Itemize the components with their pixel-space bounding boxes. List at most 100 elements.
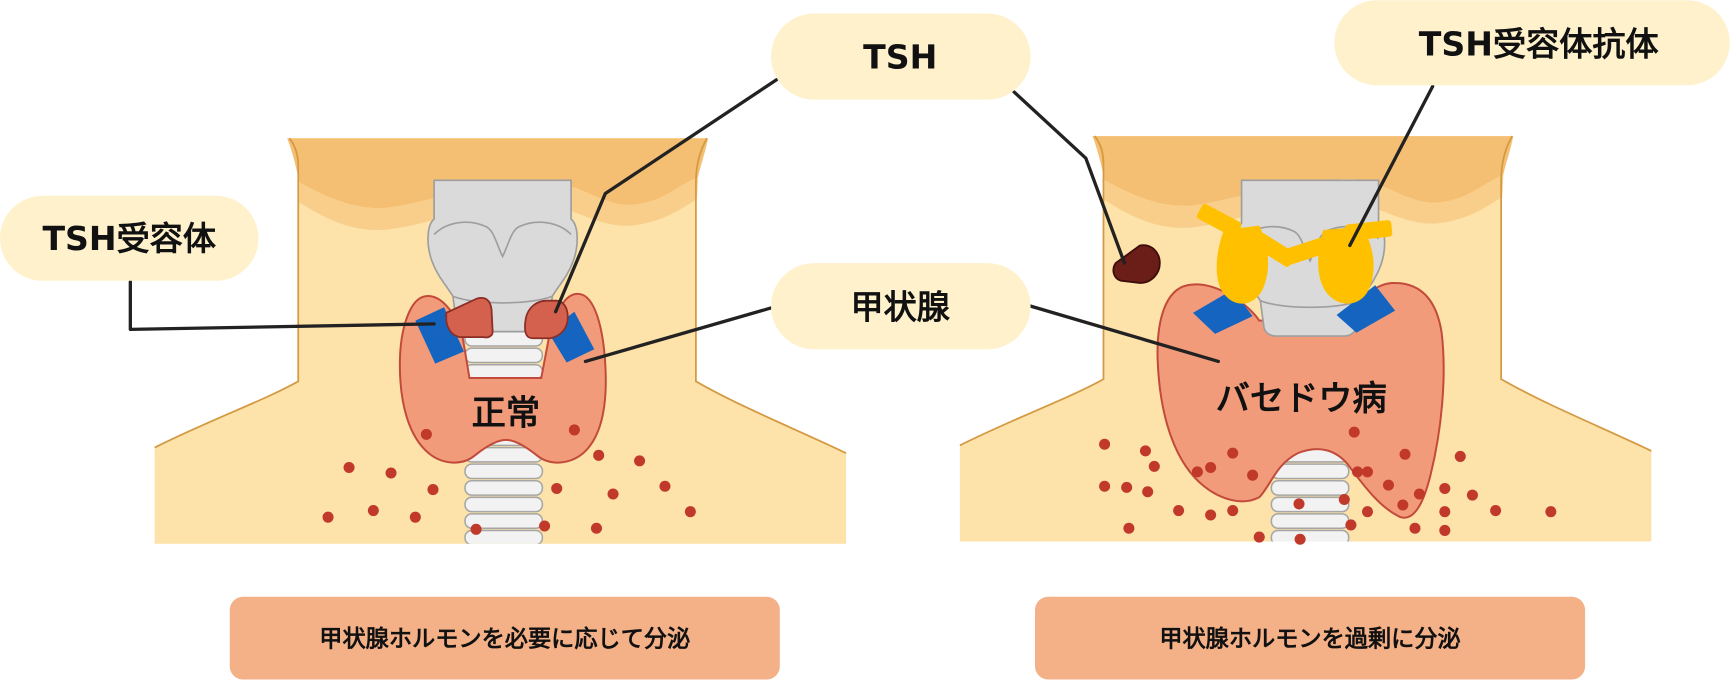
thyroid-hormone-dot xyxy=(1397,499,1409,511)
chin-shadow-dark xyxy=(287,138,709,209)
thyroid-hormone-dot xyxy=(1409,522,1421,534)
leader-thyroid-right xyxy=(1025,303,1221,364)
thyroid-hormone-dot xyxy=(1191,466,1203,478)
chin-shadow-dark xyxy=(1092,136,1514,206)
thyroid-hormone-dot xyxy=(470,523,482,535)
leader-tsh-left xyxy=(553,78,779,314)
thyroid-hormone-dot xyxy=(1253,531,1265,543)
callout-bubble-tsh: TSH xyxy=(771,13,1031,100)
tsh-receptor-left-a xyxy=(415,307,464,364)
thyroid-hormone-dot xyxy=(1361,506,1374,518)
trachea-ring xyxy=(1270,513,1350,530)
bubble xyxy=(771,263,1031,350)
trachea-ring xyxy=(464,529,544,544)
thyroid-hormone-dot xyxy=(1139,445,1151,457)
caption-graves: 甲状腺ホルモンを過剰に分泌 xyxy=(1159,625,1460,652)
thyroid-hormone-dot xyxy=(1348,426,1360,438)
callout-bubble-thyroid: 甲状腺 xyxy=(771,263,1031,350)
antibody-body xyxy=(1318,226,1374,304)
neck-outline-right xyxy=(1500,135,1652,452)
thyroid-hormone-dot xyxy=(420,428,432,440)
cartilage-lower-edge xyxy=(452,295,553,304)
thyroid-hormone-dot xyxy=(607,488,619,500)
caption-box-normal xyxy=(229,596,780,680)
tsh-receptor-right-b xyxy=(1336,285,1396,333)
antibody-body xyxy=(1216,225,1269,304)
caption-box-graves xyxy=(1035,596,1586,680)
thyroid-hormone-dot xyxy=(1345,519,1357,531)
thyroid-hormone-dot xyxy=(1121,481,1133,493)
bubble xyxy=(1334,0,1730,86)
trachea-ring xyxy=(1270,496,1350,513)
hormone-dots-normal xyxy=(322,424,696,535)
thyroid-hormone-dot xyxy=(1142,486,1154,498)
neck-outline-left xyxy=(154,137,300,449)
trachea-ring xyxy=(464,363,544,380)
thyroid-hormone-dot xyxy=(1205,461,1217,473)
thyroid-hormone-dot xyxy=(634,455,646,467)
trachea-ring xyxy=(464,496,544,513)
thyroid-hormone-dot xyxy=(322,511,334,523)
antibody-arm xyxy=(1196,204,1242,238)
panel-label-graves: バセドウ病 xyxy=(1216,379,1387,419)
thyroid-hormone-dot xyxy=(409,511,421,523)
panel-label-normal: 正常 xyxy=(472,393,540,433)
antibody-right xyxy=(1283,220,1393,304)
cartilage-notch xyxy=(433,221,572,259)
callout-lines xyxy=(128,78,1435,364)
tsh-bound-left-a xyxy=(445,297,494,339)
thyroid-hormone-dot xyxy=(1227,447,1239,459)
leader-thyroid-left xyxy=(583,305,775,364)
leader-tsh-right xyxy=(1012,90,1127,265)
thyroid-hormone-dot xyxy=(684,506,696,518)
thyroid-hormone-dot xyxy=(1352,466,1364,478)
thyroid-hormone-dot xyxy=(427,484,439,496)
thyroid-hormone-dot xyxy=(1439,482,1451,494)
thyroid-hormone-dot xyxy=(1173,505,1185,517)
trachea-ring xyxy=(1270,529,1350,542)
thyroid-hormone-dot xyxy=(1361,466,1374,478)
thyroid-hormone-dot xyxy=(1545,506,1557,518)
caption-normal: 甲状腺ホルモンを必要に応じて分泌 xyxy=(319,625,690,652)
thyroid-hormone-dot xyxy=(1227,505,1239,517)
bubble xyxy=(0,195,259,281)
larynx xyxy=(427,179,578,333)
trachea-ring xyxy=(1270,463,1350,480)
bubble xyxy=(771,13,1031,100)
thyroid-hormone-dot xyxy=(1338,493,1350,506)
normal-panel: 正常 甲状腺ホルモンを必要に応じて分泌 xyxy=(154,137,847,680)
thyroid-hormone-dot xyxy=(1490,505,1502,517)
thyroid-hormone-dot xyxy=(1454,450,1466,462)
callout-bubble-tsh-receptor: TSH受容体 xyxy=(0,195,259,281)
thyroid-hormone-dot xyxy=(1099,480,1111,492)
thyroid-hormone-dot xyxy=(343,461,355,473)
thyroid-enlarged xyxy=(1156,282,1445,519)
bubble-label: TSH受容体抗体 xyxy=(1419,24,1660,63)
bubble-label: 甲状腺 xyxy=(851,287,951,326)
hormone-dots-graves xyxy=(1099,426,1557,545)
thyroid-hormone-dot xyxy=(385,467,397,479)
thyroid-hormone-dot xyxy=(593,449,605,461)
neck-outline-left xyxy=(959,135,1105,447)
thyroid-hormone-dot xyxy=(590,522,603,534)
thyroid-hormone-dot xyxy=(1247,469,1259,481)
thyroid-hormone-dot xyxy=(1294,533,1306,545)
thyroid-hormone-dot xyxy=(1439,506,1451,518)
tsh-unbound xyxy=(1112,244,1161,284)
thyroid-hormone-dot xyxy=(539,520,551,532)
thyroid-hormone-dot xyxy=(659,480,671,492)
trachea-ring xyxy=(464,479,544,496)
leader-tsh-receptor-antibody xyxy=(1348,84,1435,248)
leader-tsh-receptor xyxy=(128,280,436,332)
thyroid-hormone-dot xyxy=(367,505,379,517)
thyroid-hormone-dot xyxy=(1382,479,1394,491)
thyroid-hormone-dot xyxy=(1205,509,1217,521)
tsh-bound-left-b xyxy=(524,299,569,340)
thyroid-hormone-dot xyxy=(1466,489,1478,501)
antibody-left xyxy=(1196,204,1296,304)
thyroid-hormone-dot xyxy=(568,424,580,436)
trachea-ring xyxy=(464,347,544,364)
thyroid-hormone-dot xyxy=(551,482,563,494)
thyroid-hormone-dot xyxy=(1293,498,1305,510)
